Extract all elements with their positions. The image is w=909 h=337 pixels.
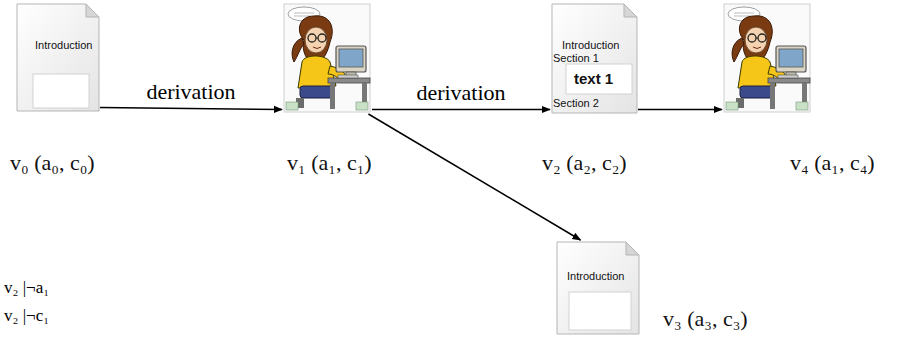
note-label: v₂ |¬a₁ — [4, 278, 49, 298]
user-node: v₄ (a₁, c₄) — [722, 2, 812, 114]
page-outline — [15, 2, 100, 112]
user-illustration — [722, 2, 812, 114]
derivation-arrow — [638, 109, 722, 111]
version-label: v₄ (a₁, c₄) — [790, 150, 875, 175]
note-label: v₂ |¬c₁ — [4, 306, 49, 326]
page-text: Introduction — [567, 270, 624, 283]
derivation-arrow — [368, 114, 580, 240]
version-label: v₁ (a₁, c₁) — [287, 150, 372, 175]
version-label: v₀ (a₀, c₀) — [10, 150, 95, 175]
document-page: Introductionv₀ (a₀, c₀) — [15, 2, 100, 112]
user-illustration — [282, 2, 372, 114]
edge-label: derivation — [416, 80, 505, 105]
derivation-arrow — [100, 108, 282, 110]
page-text: Section 1 — [553, 52, 599, 65]
version-label: v₃ (a₃, c₃) — [663, 306, 748, 331]
page-outline — [555, 240, 640, 335]
document-page: IntroductionSection 1text 1Section 2v₂ (… — [550, 2, 638, 114]
edge-label: derivation — [146, 79, 235, 104]
version-label: v₂ (a₂, c₂) — [542, 150, 627, 175]
user-node: v₁ (a₁, c₁) — [282, 2, 372, 114]
page-text: Introduction — [35, 39, 92, 52]
document-page: Introductionv₃ (a₃, c₃) — [555, 240, 640, 335]
page-text: text 1 — [574, 70, 613, 87]
derivation-arrow — [372, 109, 550, 111]
page-text: Section 2 — [553, 97, 599, 110]
page-text: Introduction — [562, 39, 619, 52]
